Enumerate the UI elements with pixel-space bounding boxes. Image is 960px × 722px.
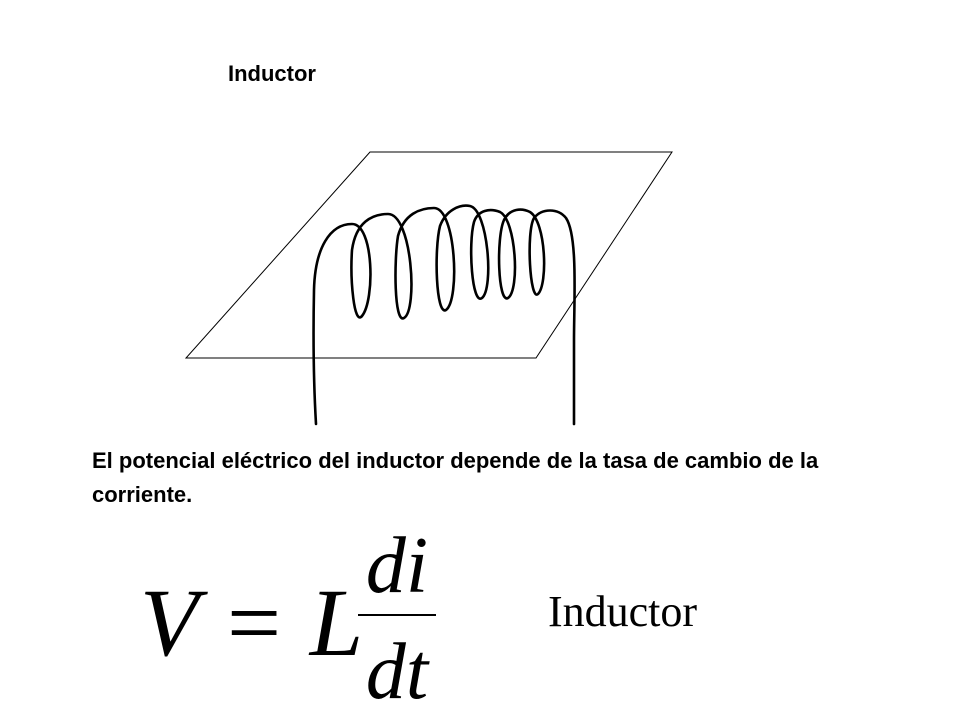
inductor-equation: V = L di dt — [140, 522, 460, 720]
inductor-label: Inductor — [548, 587, 698, 636]
equation-lhs: V = L — [140, 569, 364, 676]
diagram-title: Inductor — [228, 61, 316, 86]
plane-outline — [184, 151, 673, 359]
description-text: El potencial eléctrico del inductor depe… — [92, 448, 819, 507]
equation-numerator: di — [365, 522, 429, 610]
coil-wire — [312, 204, 576, 426]
equation-denominator: dt — [365, 628, 429, 716]
fraction-bar — [358, 614, 436, 616]
